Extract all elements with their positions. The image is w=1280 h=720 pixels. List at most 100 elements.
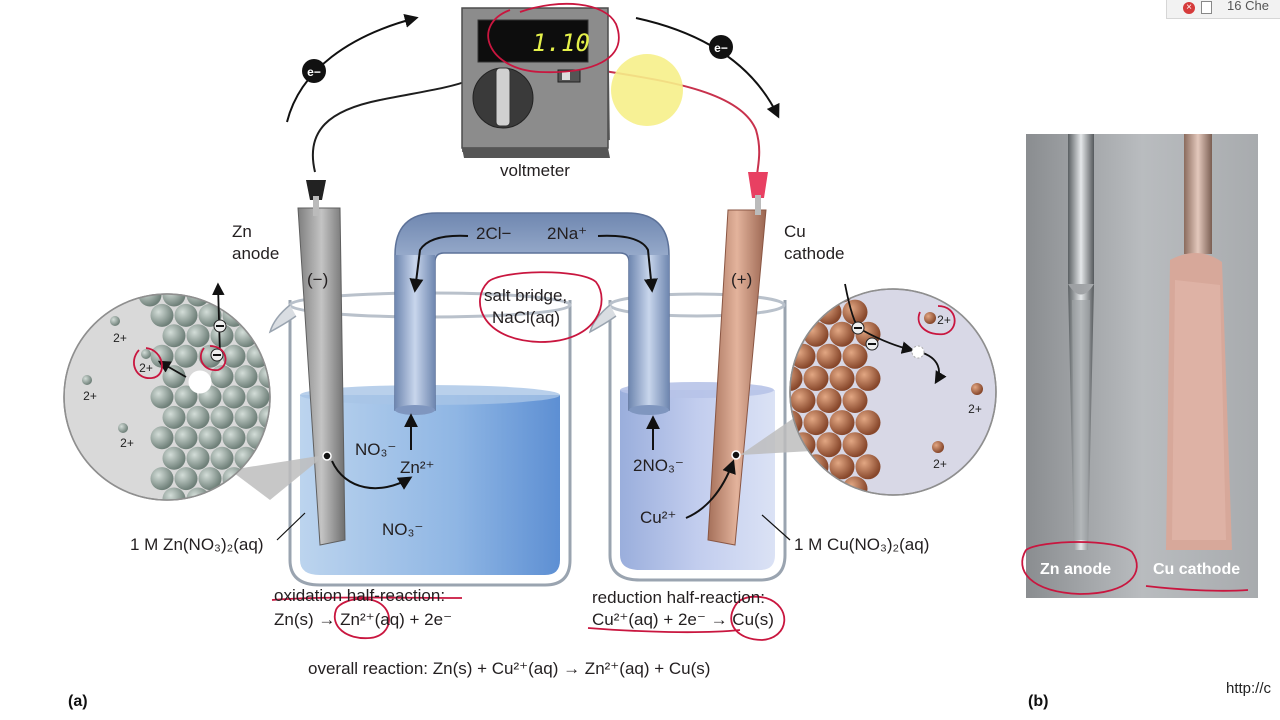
atom <box>186 446 210 470</box>
voltmeter-label: voltmeter <box>500 161 570 180</box>
atom <box>855 410 881 436</box>
tab-title: 16 Che <box>1227 0 1269 13</box>
panel-label-a: (a) <box>68 693 88 710</box>
zn-ion-4: 2+ <box>118 423 134 450</box>
electron-badge-right: e− <box>709 35 733 59</box>
atom <box>234 487 258 500</box>
cathode-label-line2: cathode <box>784 244 845 263</box>
cathode-polarity: (+) <box>731 270 753 289</box>
cu-zoom-circle <box>789 288 997 496</box>
atom <box>162 324 186 348</box>
zn-solution <box>300 395 560 575</box>
atom <box>174 467 198 491</box>
atom <box>222 344 246 368</box>
atom <box>803 454 829 480</box>
cu-ion-charge-1: 2+ <box>937 313 951 327</box>
cu-ion-1: 2+ <box>924 312 951 327</box>
cu-solution-label: 1 M Cu(NO₃)₂(aq) <box>794 535 930 554</box>
cu-solution <box>620 390 775 570</box>
atom <box>186 294 210 307</box>
atom <box>790 299 816 325</box>
photo-zn-anode-label: Zn anode <box>1040 561 1112 578</box>
atom <box>258 405 270 429</box>
oxidation-title: oxidation half-reaction: <box>274 586 446 605</box>
atom <box>829 365 855 391</box>
zn-ion-charge-1: 2+ <box>113 331 127 345</box>
atom <box>234 324 258 348</box>
electrode-photo <box>1026 134 1258 598</box>
atom <box>210 294 234 307</box>
atom <box>829 454 855 480</box>
atom <box>186 487 210 500</box>
anode-label-line2: anode <box>232 244 280 263</box>
anode-label-line1: Zn <box>232 222 252 241</box>
atom <box>246 385 270 409</box>
atom <box>842 343 868 369</box>
atom <box>186 405 210 429</box>
atom <box>803 289 829 303</box>
atom <box>790 388 816 413</box>
atom <box>816 476 842 495</box>
black-clip <box>306 180 326 200</box>
atom <box>222 426 246 450</box>
atom <box>790 289 803 303</box>
handwritten-annotations <box>133 2 1249 641</box>
atom <box>198 426 222 450</box>
electron-flow-arrow-left <box>286 14 419 123</box>
atom <box>222 385 246 409</box>
cu-ion-3: 2+ <box>932 441 947 471</box>
atom <box>150 303 174 327</box>
atom <box>174 385 198 409</box>
atom <box>234 365 258 389</box>
atom <box>790 454 803 480</box>
atom <box>210 487 234 500</box>
highlight-marker <box>611 54 683 126</box>
cu-ion-2: 2+ <box>968 383 983 416</box>
cu-ion-charge-3: 2+ <box>933 457 947 471</box>
atom <box>150 467 174 491</box>
cathode-label-line1: Cu <box>784 222 806 241</box>
zn-ion-1: 2+ <box>110 316 127 345</box>
voltmeter-reading: 1.10 <box>532 29 590 57</box>
page-icon <box>1201 1 1212 14</box>
electron-symbol-left: e− <box>307 65 321 79</box>
voltmeter: 1.10 <box>461 7 610 158</box>
overall-reaction: overall reaction: Zn(s) + Cu²⁺(aq) → Zn²… <box>308 659 711 678</box>
cu-beaker <box>588 292 787 582</box>
atom <box>150 426 174 450</box>
left-nitrate-ion-lower: NO₃⁻ <box>382 520 424 539</box>
zn-ion-charge-3: 2+ <box>83 389 97 403</box>
left-nitrate-ion-upper: NO₃⁻ <box>355 440 397 459</box>
zn-zoom-cone <box>230 455 325 500</box>
atom <box>816 388 842 413</box>
atom <box>855 454 881 480</box>
atom <box>162 446 186 470</box>
electron-badge-left: e− <box>302 59 326 83</box>
atom <box>150 385 174 409</box>
electron-symbol-right: e− <box>714 41 728 55</box>
atom <box>258 294 270 307</box>
atom <box>842 299 868 325</box>
cu-ion-deposit-arrow <box>685 459 736 519</box>
atom <box>829 410 855 436</box>
atom <box>842 432 868 458</box>
anode-polarity: (−) <box>307 270 329 289</box>
atom <box>816 432 842 458</box>
atom <box>210 446 234 470</box>
atom <box>258 365 270 389</box>
atom <box>829 321 855 347</box>
chloride-flow-arrow <box>409 234 469 293</box>
atom <box>162 294 186 307</box>
browser-tab[interactable]: × 16 Che <box>1166 0 1280 19</box>
close-tab-icon[interactable]: × <box>1183 2 1195 14</box>
salt-bridge-label-line2: NaCl(aq) <box>492 308 561 327</box>
atom <box>246 303 270 327</box>
url-fragment: http://c <box>1226 680 1272 697</box>
red-clip <box>748 172 768 198</box>
zn-electrode <box>297 180 346 546</box>
atom <box>174 303 198 327</box>
zn-ion-3: 2+ <box>82 375 97 403</box>
atom <box>162 365 186 389</box>
salt-bridge-cation: 2Na⁺ <box>547 224 588 243</box>
